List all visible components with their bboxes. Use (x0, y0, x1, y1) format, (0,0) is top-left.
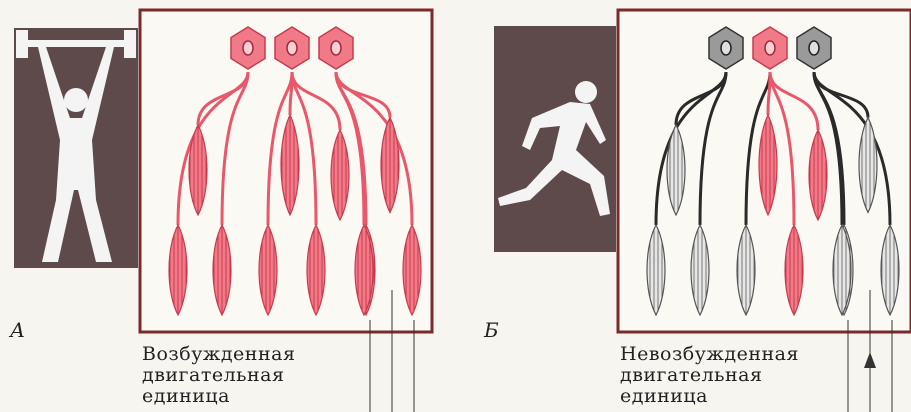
panel-a-caption: Возбужденная двигательная единица (142, 344, 295, 407)
neuron-nucleus (287, 41, 297, 55)
caption-line: единица (620, 386, 799, 407)
caption-line: Возбужденная (142, 344, 295, 365)
caption-line: единица (142, 386, 295, 407)
neuron-nucleus (243, 41, 253, 55)
arrow-icon (864, 352, 876, 368)
runner-pictogram (494, 26, 616, 252)
panel-b-caption: Невозбужденная двигательная единица (620, 344, 799, 407)
neuron-nucleus (809, 41, 819, 55)
caption-line: Невозбужденная (620, 344, 799, 365)
caption-line: двигательная (620, 365, 799, 386)
panel-b-letter: Б (484, 318, 499, 342)
caption-line: двигательная (142, 365, 295, 386)
weightlifter-pictogram (14, 28, 138, 268)
neuron-nucleus (765, 41, 775, 55)
neuron-nucleus (721, 41, 731, 55)
neuron-nucleus (331, 41, 341, 55)
panel-a-letter: А (10, 318, 25, 342)
